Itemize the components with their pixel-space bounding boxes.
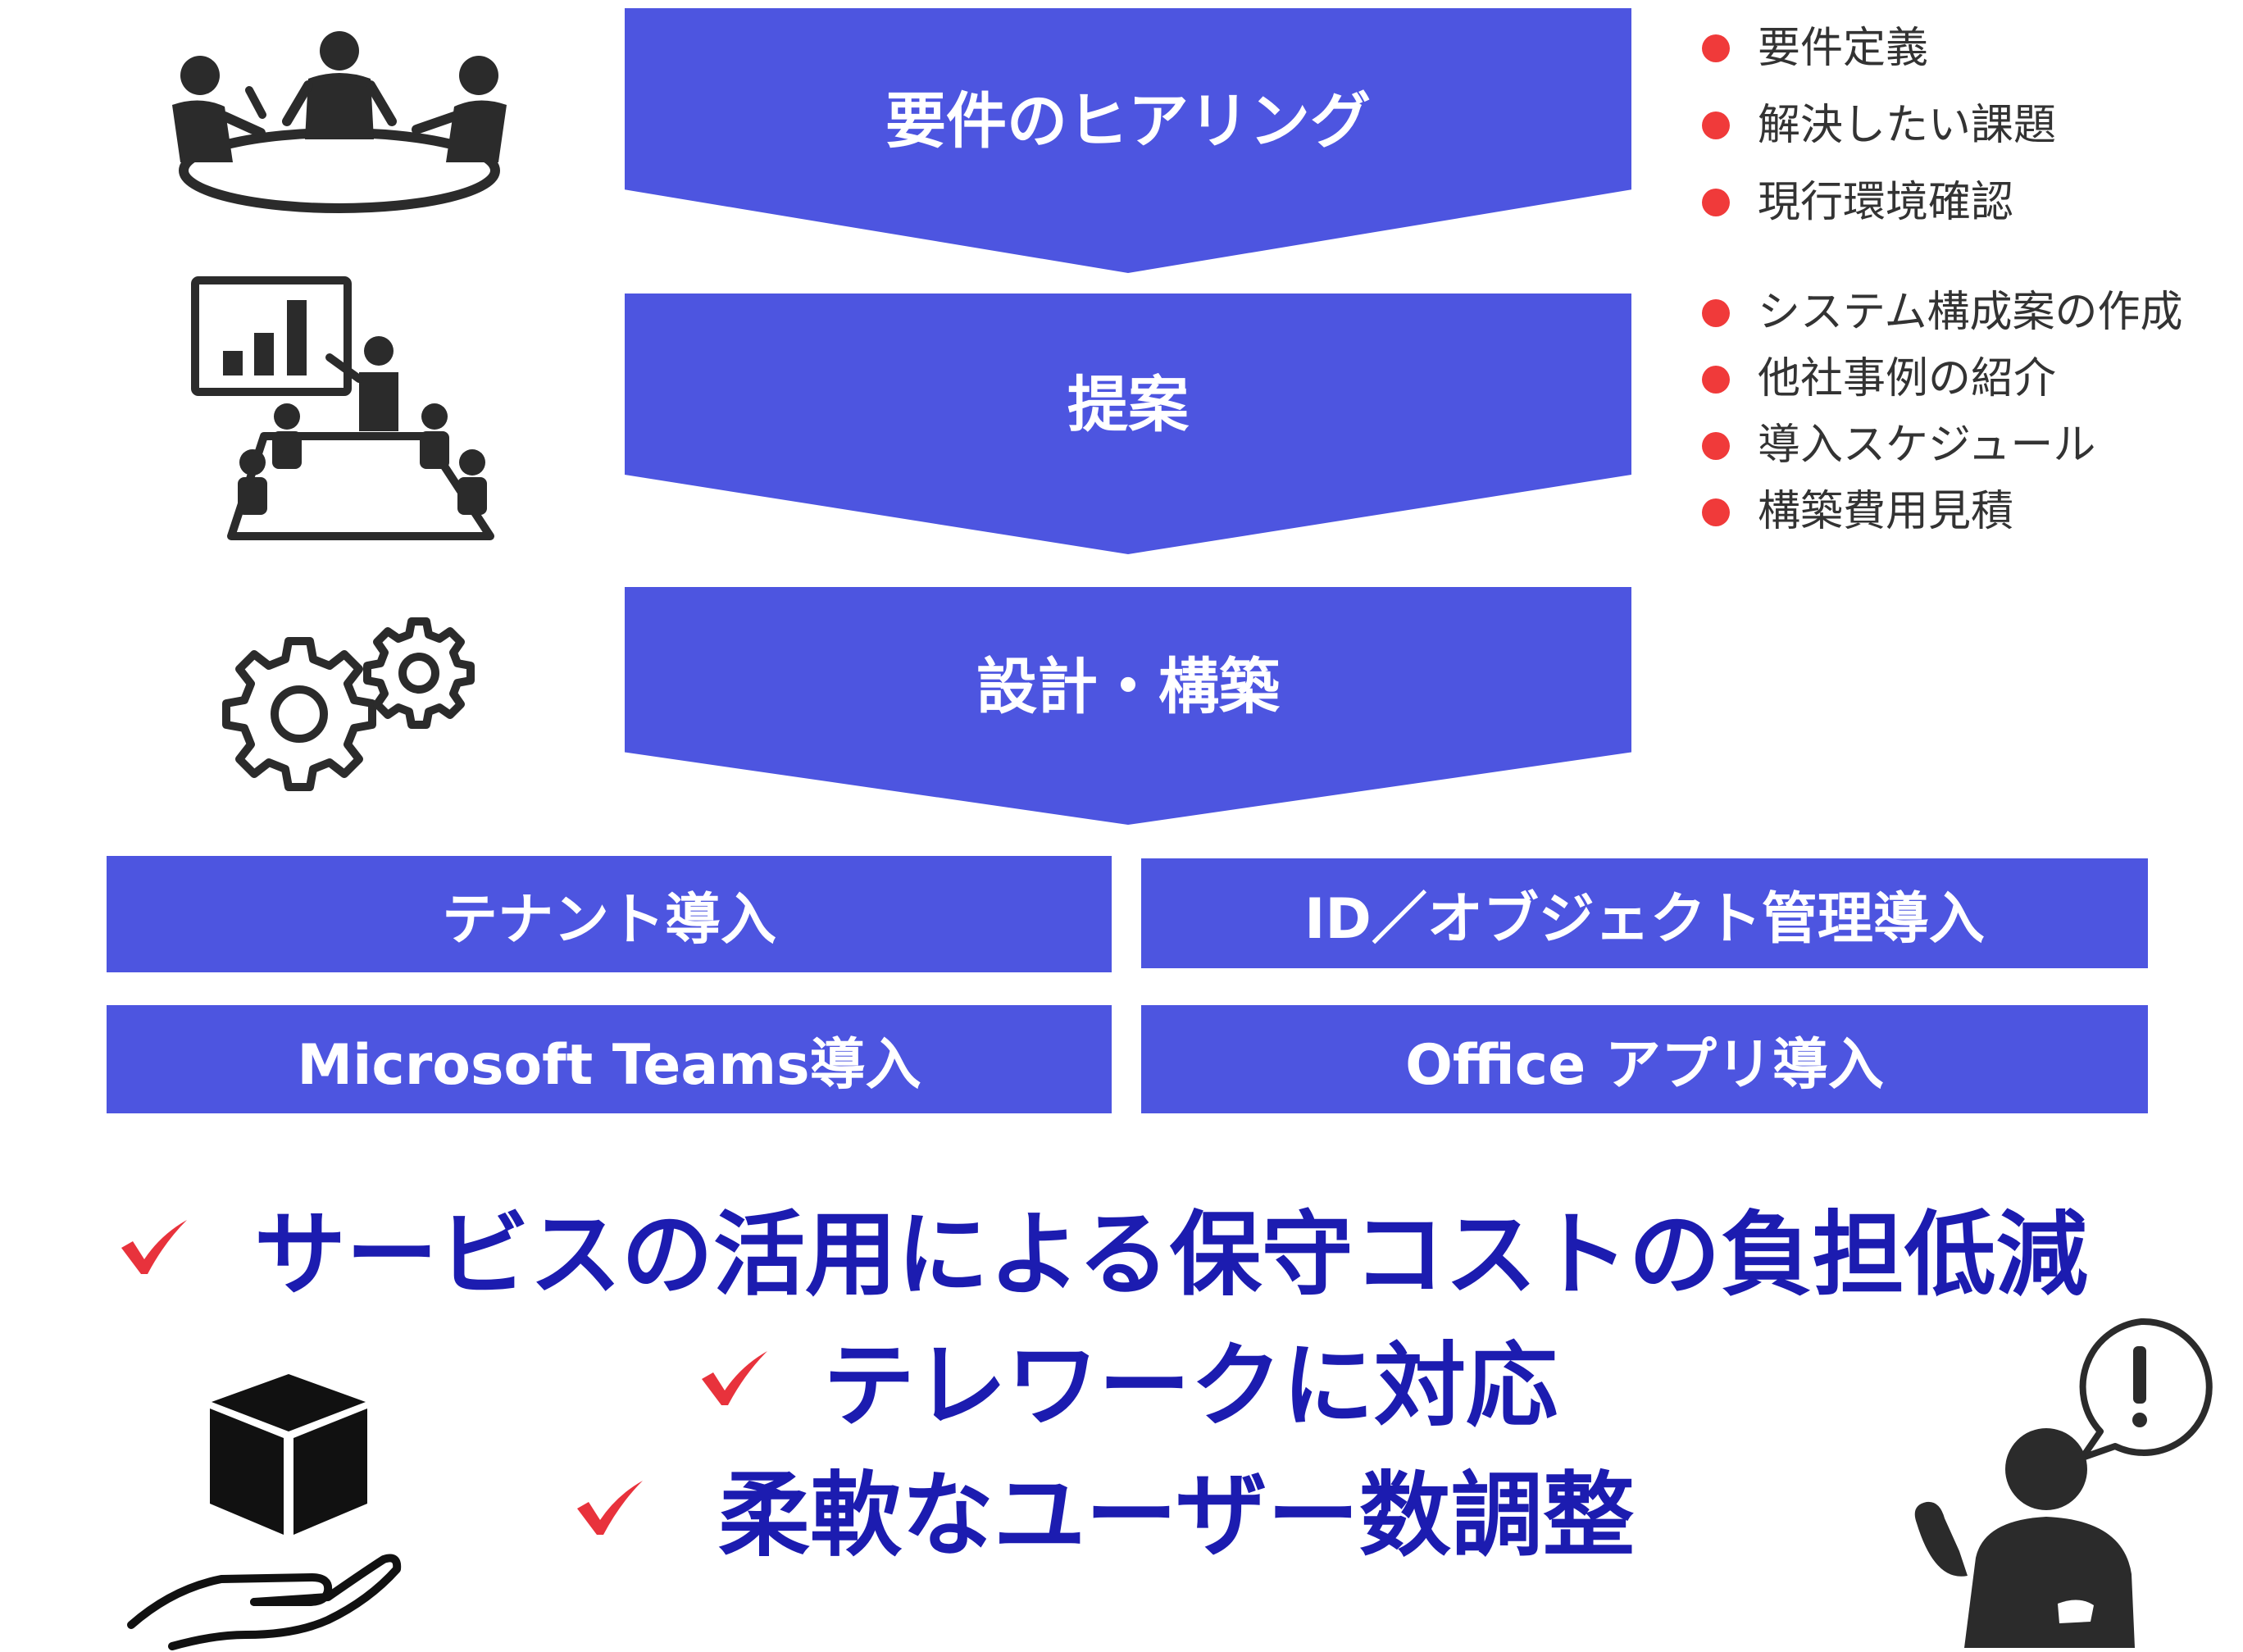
check-icon	[577, 1481, 643, 1535]
bullet-dot-icon	[1702, 365, 1730, 394]
benefit-cost-reduction: サービスの活用による保守コストの負担低減	[118, 1181, 2088, 1313]
service-id-object: ID／オブジェクト管理導入	[1141, 858, 2148, 968]
bullet-dot-icon	[1702, 431, 1730, 460]
list-item: 解決したい課題	[1702, 87, 2056, 164]
check-icon	[702, 1351, 767, 1405]
bullet-dot-icon	[1702, 298, 1730, 327]
benefit-user-scaling: 柔軟なユーザー数調整	[574, 1441, 1635, 1574]
proposal-bullet-list: システム構成案の作成 他社事例の紹介 導入スケジュール 構築費用見積	[1702, 280, 2182, 545]
hearing-bullet-list: 要件定義 解決したい課題 現行環境確認	[1702, 10, 2056, 241]
service-office: Office アプリ導入	[1141, 1005, 2148, 1113]
step-design-build: 設計・構築	[625, 587, 1631, 825]
bullet-dot-icon	[1702, 498, 1730, 526]
list-item: 構築費用見積	[1702, 479, 2182, 545]
box-in-hand-icon	[127, 1374, 402, 1650]
step-proposal: 提案	[625, 294, 1631, 554]
step-label: 要件のヒアリング	[885, 86, 1371, 157]
list-item: システム構成案の作成	[1702, 280, 2182, 346]
bullet-dot-icon	[1702, 34, 1730, 62]
list-item: 現行環境確認	[1702, 164, 2056, 241]
list-item: 他社事例の紹介	[1702, 346, 2182, 412]
benefit-telework: テレワークに対応	[698, 1312, 1558, 1445]
service-teams: Microsoft Teams導入	[107, 1005, 1112, 1113]
step-label: 提案	[1067, 369, 1189, 440]
person-alert-icon	[1914, 1318, 2213, 1648]
list-item: 要件定義	[1702, 10, 2056, 87]
presentation-icon	[191, 276, 494, 540]
bullet-dot-icon	[1702, 111, 1730, 139]
step-label: 設計・構築	[976, 651, 1280, 722]
check-icon	[121, 1220, 187, 1274]
list-item: 導入スケジュール	[1702, 412, 2182, 479]
meeting-icon	[172, 31, 507, 213]
service-tenant: テナント導入	[107, 856, 1112, 972]
gears-icon	[222, 617, 475, 791]
step-hearing: 要件のヒアリング	[625, 8, 1631, 273]
bullet-dot-icon	[1702, 189, 1730, 216]
